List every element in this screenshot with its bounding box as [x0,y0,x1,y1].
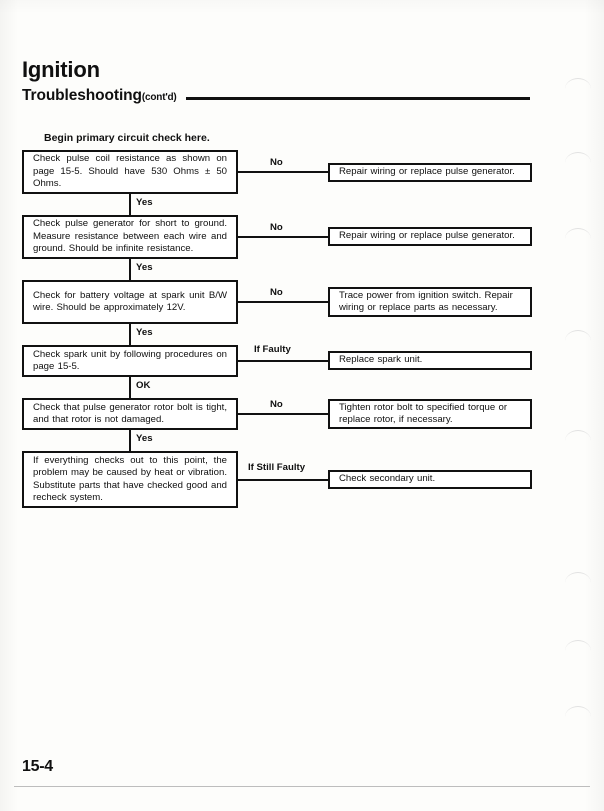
header-rule [186,97,530,100]
flow-node-action-6-text: Check secondary unit. [339,473,436,485]
flow-connector-4-pass [129,377,131,398]
flow-node-action-2: Repair wiring or replace pulse generator… [328,227,532,246]
flow-connector-5-pass [129,430,131,451]
flow-edge-label-3-fail: No [270,287,283,298]
footer-rule [14,786,590,787]
flow-node-action-2-text: Repair wiring or replace pulse generator… [339,230,515,242]
flow-connector-3-fail [238,301,328,303]
flow-edge-label-5-pass: Yes [136,433,153,444]
flow-connector-2-fail [238,236,328,238]
flow-edge-label-3-pass: Yes [136,327,153,338]
flow-node-action-4-text: Replace spark unit. [339,354,423,366]
flow-edge-label-2-pass: Yes [136,262,153,273]
flow-node-action-5: Tighten rotor bolt to specified torque o… [328,399,532,429]
flow-node-check-1: Check pulse coil resistance as shown on … [22,150,238,194]
flow-edge-label-4-fail: If Faulty [254,344,291,355]
flow-edge-label-6-fail: If Still Faulty [248,462,306,473]
flow-connector-6-fail [238,479,328,481]
flow-edge-label-1-fail: No [270,157,283,168]
flow-node-check-4: Check spark unit by following procedures… [22,345,238,377]
flow-node-check-2: Check pulse generator for short to groun… [22,215,238,259]
flow-connector-5-fail [238,413,328,415]
flow-connector-2-pass [129,259,131,280]
flow-node-check-4-text: Check spark unit by following procedures… [33,348,227,372]
flow-node-check-6-text: If everything checks out to this point, … [33,454,227,503]
flow-node-check-2-text: Check pulse generator for short to groun… [33,218,227,255]
flowchart-intro-note: Begin primary circuit check here. [44,132,210,144]
flow-node-action-4: Replace spark unit. [328,351,532,370]
section-subtitle-text: Troubleshooting [22,87,142,104]
flow-edge-label-4-pass: OK [136,380,151,391]
flow-connector-1-fail [238,171,328,173]
flow-connector-1-pass [129,194,131,215]
flow-connector-3-pass [129,324,131,345]
flow-connector-4-fail [238,360,328,362]
flow-node-action-3-text: Trace power from ignition switch. Repair… [339,289,513,313]
section-subtitle-suffix: (cont'd) [141,92,177,103]
flow-node-action-5-text: Tighten rotor bolt to specified torque o… [339,401,508,425]
flow-node-action-6: Check secondary unit. [328,470,532,489]
flow-node-check-5: Check that pulse generator rotor bolt is… [22,398,238,430]
flow-edge-label-2-fail: No [270,222,283,233]
page-number: 15-4 [22,758,53,775]
page-title: Ignition [22,57,100,82]
flow-node-action-3: Trace power from ignition switch. Repair… [328,287,532,317]
flow-node-action-1-text: Repair wiring or replace pulse generator… [339,166,515,178]
flow-edge-label-1-pass: Yes [136,197,153,208]
flow-node-check-3: Check for battery voltage at spark unit … [22,280,238,324]
flow-node-action-1: Repair wiring or replace pulse generator… [328,163,532,182]
flow-node-check-1-text: Check pulse coil resistance as shown on … [33,153,227,190]
flow-edge-label-5-fail: No [270,399,283,410]
flow-node-check-3-text: Check for battery voltage at spark unit … [33,289,227,313]
flow-node-check-5-text: Check that pulse generator rotor bolt is… [33,401,227,425]
flow-node-check-6: If everything checks out to this point, … [22,451,238,508]
section-subtitle: Troubleshooting(cont'd) [22,87,177,105]
